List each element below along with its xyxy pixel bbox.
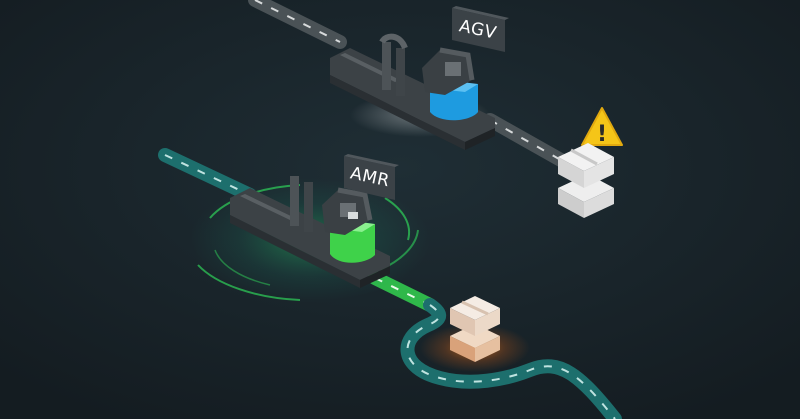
agv-cargo-boxes [558, 143, 614, 218]
agv-vehicle [330, 33, 495, 150]
amr-label: AMR [344, 154, 399, 200]
amr-vehicle [230, 176, 390, 288]
agv-label: AGV [452, 6, 509, 52]
warning-triangle-icon: ! [581, 107, 623, 147]
amr-cargo-boxes [420, 296, 530, 372]
warning-symbol: ! [597, 122, 607, 147]
